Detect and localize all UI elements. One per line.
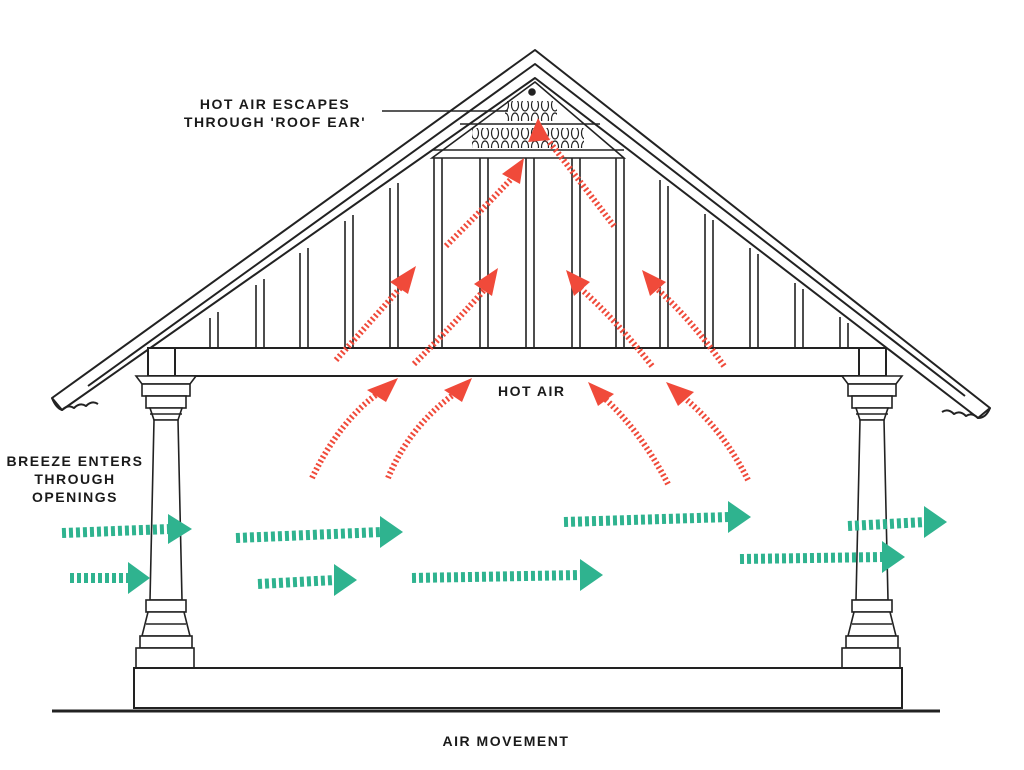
gable-studs	[209, 158, 849, 348]
hot-air-arrow-head	[367, 378, 398, 402]
breeze-arrow	[411, 570, 583, 583]
breeze-arrow-head	[380, 516, 403, 548]
hot-air-label: HOT AIR	[498, 383, 566, 399]
hot-air-arrow	[309, 389, 382, 480]
roof-ear-dot	[528, 88, 536, 96]
hot-air-arrow	[545, 138, 617, 228]
right-column	[840, 375, 904, 669]
left-column	[134, 375, 198, 669]
breeze-arrow	[739, 552, 885, 564]
breeze-label: BREEZE ENTERS THROUGH OPENINGS	[0, 452, 150, 506]
hot-air-arrow-head	[588, 382, 614, 406]
hot-air-arrow	[411, 286, 489, 367]
breeze-label-line3: OPENINGS	[32, 489, 118, 505]
hot-air-arrow-head	[502, 158, 524, 184]
breeze-arrow-head	[882, 541, 905, 573]
breeze-label-line2: THROUGH	[34, 471, 116, 487]
hot-air-arrow	[680, 393, 751, 482]
hot-air-arrow-head	[566, 270, 590, 296]
breeze-arrow	[847, 517, 927, 531]
roof-eave-right-scallop	[941, 407, 991, 419]
tie-beam	[147, 347, 887, 377]
hot-air-arrow	[333, 284, 405, 363]
hot-air-arrow	[599, 393, 671, 486]
breeze-arrow	[257, 575, 337, 589]
hot-air-arrow	[578, 285, 655, 368]
hot-air-arrow-head	[474, 268, 498, 296]
breeze-arrow-head	[128, 562, 150, 594]
hot-air-arrow	[385, 389, 459, 480]
breeze-arrow-head	[168, 514, 192, 544]
hot-air-arrow-head	[528, 118, 550, 142]
breeze-arrows	[61, 501, 947, 596]
plinth	[133, 667, 903, 709]
roof-ear-label: HOT AIR ESCAPES THROUGH 'ROOF EAR'	[170, 95, 380, 131]
hot-air-arrow-head	[642, 270, 666, 296]
hot-air-arrow-head	[390, 266, 416, 294]
hot-air-arrow	[654, 285, 727, 368]
breeze-label-line1: BREEZE ENTERS	[6, 453, 144, 469]
breeze-arrow-head	[580, 559, 603, 591]
roof-ear-label-line2: THROUGH 'ROOF EAR'	[183, 114, 367, 130]
breeze-arrow	[563, 512, 731, 527]
breeze-arrow	[61, 524, 171, 538]
roof-ear-label-line1: HOT AIR ESCAPES	[199, 96, 351, 112]
hot-air-arrow-head	[666, 382, 694, 406]
hot-air-arrow	[443, 173, 517, 249]
breeze-arrow-head	[924, 506, 947, 538]
diagram-caption: AIR MOVEMENT	[442, 733, 570, 749]
breeze-arrow-head	[334, 564, 357, 596]
hot-air-arrow-head	[444, 378, 472, 402]
roof-ear-vent	[429, 80, 627, 159]
roof	[51, 49, 991, 419]
breeze-arrow	[235, 527, 383, 543]
roof-inner-edge	[87, 63, 966, 397]
breeze-arrow-head	[728, 501, 751, 533]
roof-eave-left-scallop	[51, 397, 99, 411]
hot-air-arrows	[309, 118, 751, 486]
